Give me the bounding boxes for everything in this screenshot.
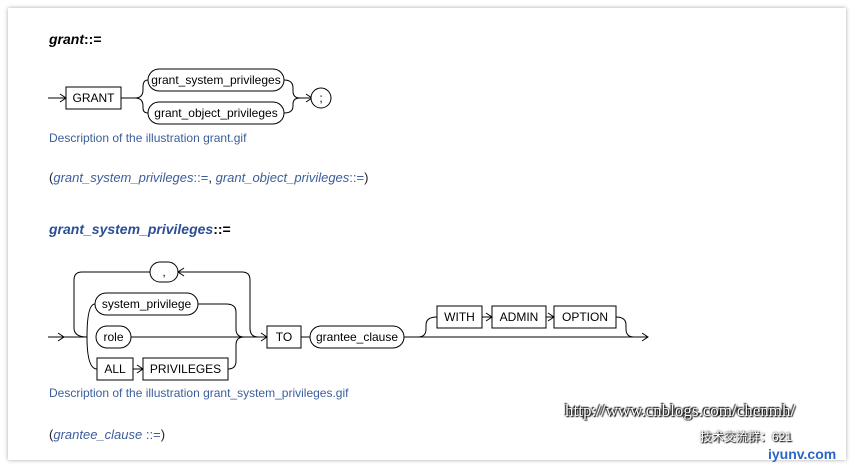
to-keyword-box bbox=[266, 325, 302, 349]
option-keyword-box bbox=[553, 305, 617, 329]
grant-system-privileges-heading-bnf: ::= bbox=[213, 221, 231, 237]
content-panel bbox=[8, 8, 846, 460]
grant-references: (grant_system_privileges::=, grant_objec… bbox=[49, 170, 368, 185]
comma-label: , bbox=[162, 265, 165, 279]
grant-object-privileges-link[interactable]: grant_object_privileges bbox=[215, 170, 350, 185]
system-privilege-label: system_privilege bbox=[102, 297, 192, 311]
watermark-brand: iyunv.com bbox=[768, 446, 837, 462]
grantee-clause-link[interactable]: grantee_clause bbox=[53, 427, 143, 442]
to-keyword-label: TO bbox=[276, 330, 292, 344]
ref-close-paren: ) bbox=[364, 170, 369, 185]
grant-system-privileges-heading-name: grant_system_privileges bbox=[49, 221, 214, 237]
with-keyword-label: WITH bbox=[444, 310, 475, 324]
ref-bnf-1: ::= bbox=[193, 170, 209, 185]
privileges-keyword-box bbox=[142, 357, 229, 381]
grant-object-privileges-label: grant_object_privileges bbox=[154, 106, 277, 120]
grant-system-privileges-label: grant_system_privileges bbox=[151, 73, 280, 87]
grant-keyword-box bbox=[65, 86, 122, 110]
semicolon-label: ; bbox=[319, 91, 322, 105]
grantee-clause-label: grantee_clause bbox=[316, 330, 398, 344]
admin-keyword-box bbox=[491, 305, 547, 329]
grant-illustration-description-link[interactable]: Description of the illustration grant.gi… bbox=[49, 131, 247, 145]
privileges-keyword-label: PRIVILEGES bbox=[150, 362, 221, 376]
grant-system-privileges-link[interactable]: grant_system_privileges bbox=[53, 170, 194, 185]
with-keyword-box bbox=[436, 305, 483, 329]
system-privilege-node bbox=[94, 292, 199, 316]
ref2-close-paren: ) bbox=[160, 427, 166, 442]
grant-heading-name: grant bbox=[49, 31, 84, 47]
grantee-clause-node bbox=[309, 325, 405, 349]
role-node bbox=[95, 325, 132, 349]
semicolon-terminator bbox=[310, 87, 332, 109]
grant-object-privileges-node bbox=[147, 101, 285, 125]
ref2-bnf: ::= bbox=[142, 427, 161, 442]
option-keyword-label: OPTION bbox=[562, 310, 608, 324]
ref-open-paren: ( bbox=[49, 170, 54, 185]
grantee-clause-references: (grantee_clause ::=) bbox=[49, 427, 165, 442]
role-label: role bbox=[103, 330, 123, 344]
grant-system-privileges-heading: grant_system_privileges::= bbox=[49, 221, 231, 237]
admin-keyword-label: ADMIN bbox=[500, 310, 539, 324]
watermark-url: http://www.cnblogs.com/chenmh/ bbox=[565, 401, 796, 420]
all-keyword-box bbox=[96, 357, 134, 381]
grant-system-privileges-node bbox=[147, 68, 285, 92]
ref-separator: , bbox=[208, 170, 216, 185]
grant-heading-bnf: ::= bbox=[84, 31, 102, 47]
watermark-text: 技术交流群：621 bbox=[700, 430, 793, 444]
grant-system-privileges-description-link[interactable]: Description of the illustration grant_sy… bbox=[49, 386, 349, 400]
ref-bnf-2: ::= bbox=[349, 170, 365, 185]
comma-separator-node bbox=[149, 261, 179, 283]
grant-keyword-label: GRANT bbox=[73, 91, 116, 105]
grant-heading: grant::= bbox=[49, 31, 102, 47]
all-keyword-label: ALL bbox=[104, 362, 126, 376]
ref2-open-paren: ( bbox=[49, 427, 54, 442]
